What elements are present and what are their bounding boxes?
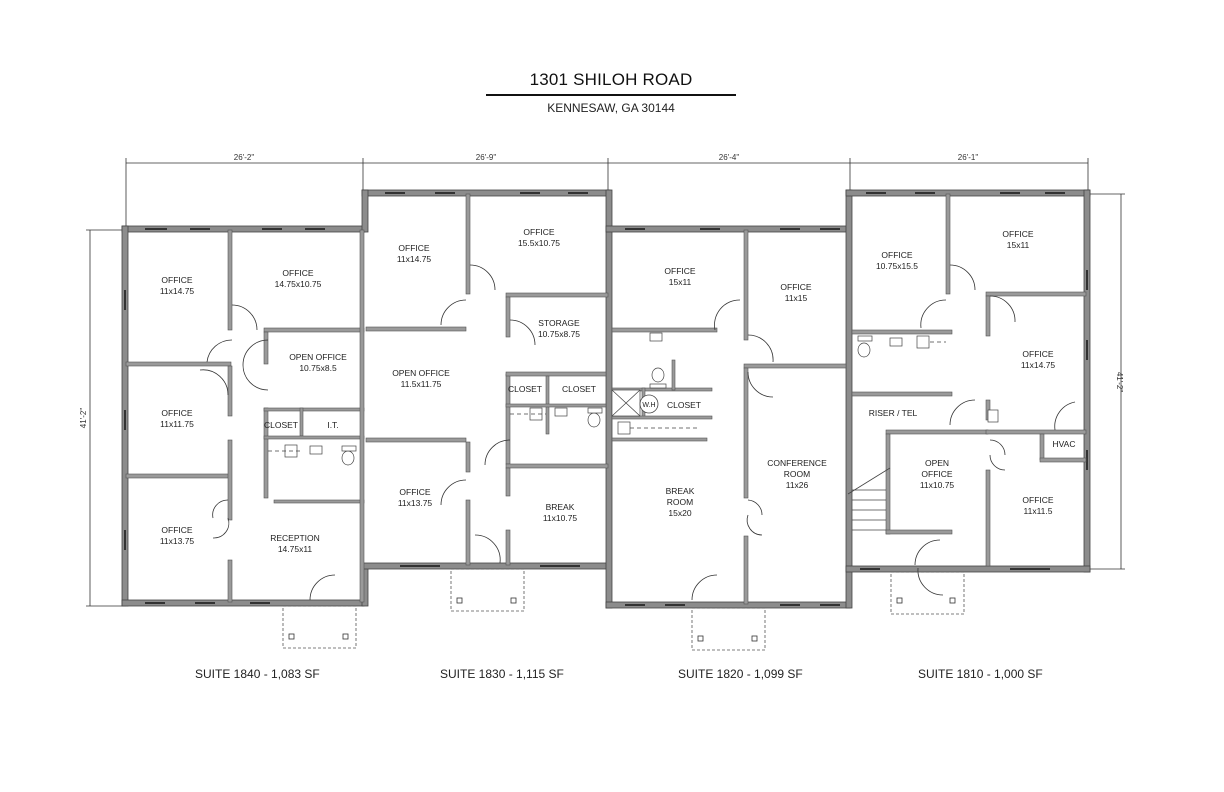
room-size: 14.75x10.75 <box>275 279 322 289</box>
dimension-left-depth: 41'-2" <box>79 408 88 429</box>
title-underline <box>486 94 736 96</box>
room-name-line1: OPEN <box>925 458 949 468</box>
room-name-line2: ROOM <box>784 469 810 479</box>
room-size: 11x13.75 <box>398 498 433 508</box>
room-name: OFFICE <box>664 266 695 276</box>
suite-1830-label: SUITE 1830 - 1,115 SF <box>440 667 564 681</box>
dimension-suite-1820-width: 26'-4" <box>719 153 740 162</box>
room-name: OFFICE <box>523 227 554 237</box>
room-size: 11x14.75 <box>397 254 432 264</box>
room-name: OFFICE <box>1022 349 1053 359</box>
windows <box>124 192 1088 606</box>
room-size: 15x11 <box>669 277 692 287</box>
room-name: OFFICE <box>161 525 192 535</box>
room-name: CLOSET <box>562 384 596 394</box>
exterior-walls <box>121 189 1091 609</box>
room-size: 14.75x11 <box>278 544 313 554</box>
suite-1820-label: SUITE 1820 - 1,099 SF <box>678 667 803 681</box>
room-size: 11x11.75 <box>160 419 194 429</box>
room-size: 11x10.75 <box>920 480 955 490</box>
room-name-line2: OFFICE <box>921 469 952 479</box>
room-size: 11.5x11.75 <box>401 379 442 389</box>
room-name: OFFICE <box>881 250 912 260</box>
canopy-columns <box>288 597 956 642</box>
room-name: OFFICE <box>399 487 430 497</box>
suite-1820-rooms: OFFICE 15x11 OFFICE 11x15 CLOSET W.H BRE… <box>642 266 827 518</box>
door-swings <box>199 264 1076 601</box>
dimension-suite-1840-width: 26'-2" <box>234 153 255 162</box>
stairs <box>847 467 891 531</box>
room-name-line2: ROOM <box>667 497 693 507</box>
room-name: CLOSET <box>264 420 298 430</box>
room-name: OPEN OFFICE <box>289 352 347 362</box>
room-size: 11x10.75 <box>543 513 578 523</box>
room-size: 10.75x15.5 <box>876 261 918 271</box>
room-name: I.T. <box>327 420 338 430</box>
room-name: STORAGE <box>538 318 580 328</box>
room-name-line1: CONFERENCE <box>767 458 827 468</box>
room-name: OPEN OFFICE <box>392 368 450 378</box>
room-size: 10.75x8.75 <box>538 329 580 339</box>
room-name: OFFICE <box>161 275 192 285</box>
entry-canopies <box>282 568 965 651</box>
room-name: CLOSET <box>667 400 701 410</box>
dimension-lines <box>86 158 1125 607</box>
room-name: OFFICE <box>1002 229 1033 239</box>
room-name: RISER / TEL <box>869 408 918 418</box>
dimension-right-depth: 41'-2" <box>1115 372 1124 393</box>
room-size: 11x26 <box>786 480 809 490</box>
room-size: 15.5x10.75 <box>518 238 560 248</box>
room-name: RECEPTION <box>270 533 320 543</box>
sink-dashed-lines <box>268 341 946 452</box>
room-name: HVAC <box>1053 439 1076 449</box>
room-size: 15x20 <box>668 508 691 518</box>
room-name: BREAK <box>546 502 575 512</box>
page-subtitle: KENNESAW, GA 30144 <box>547 101 675 115</box>
suite-1830-rooms: OFFICE 11x14.75 OFFICE 15.5x10.75 STORAG… <box>392 227 596 523</box>
interior-walls <box>125 193 1087 605</box>
dimension-suite-1830-width: 26'-9" <box>476 153 497 162</box>
water-heater <box>611 389 659 417</box>
room-name-line1: BREAK <box>666 486 695 496</box>
dimension-suite-1810-width: 26'-1" <box>958 153 979 162</box>
suite-1810-rooms: OFFICE 10.75x15.5 OFFICE 15x11 OFFICE 11… <box>869 229 1076 516</box>
room-size: 11x14.75 <box>160 286 195 296</box>
room-size: 11x11.5 <box>1024 506 1053 516</box>
room-name: OFFICE <box>398 243 429 253</box>
room-name: OFFICE <box>161 408 192 418</box>
room-size: 10.75x8.5 <box>299 363 337 373</box>
room-name: OFFICE <box>1022 495 1053 505</box>
room-size: 11x14.75 <box>1021 360 1056 370</box>
room-name: OFFICE <box>282 268 313 278</box>
suite-1810-label: SUITE 1810 - 1,000 SF <box>918 667 1043 681</box>
room-size: 11x15 <box>785 293 808 303</box>
water-heater-label: W.H <box>642 402 655 409</box>
room-name: CLOSET <box>508 384 542 394</box>
room-size: 11x13.75 <box>160 536 195 546</box>
page-title: 1301 SHILOH ROAD <box>529 70 693 89</box>
suite-1840-label: SUITE 1840 - 1,083 SF <box>195 667 320 681</box>
suite-1840-rooms: OFFICE 11x14.75 OFFICE 14.75x10.75 OPEN … <box>160 268 347 554</box>
room-size: 15x11 <box>1007 240 1030 250</box>
room-name: OFFICE <box>780 282 811 292</box>
